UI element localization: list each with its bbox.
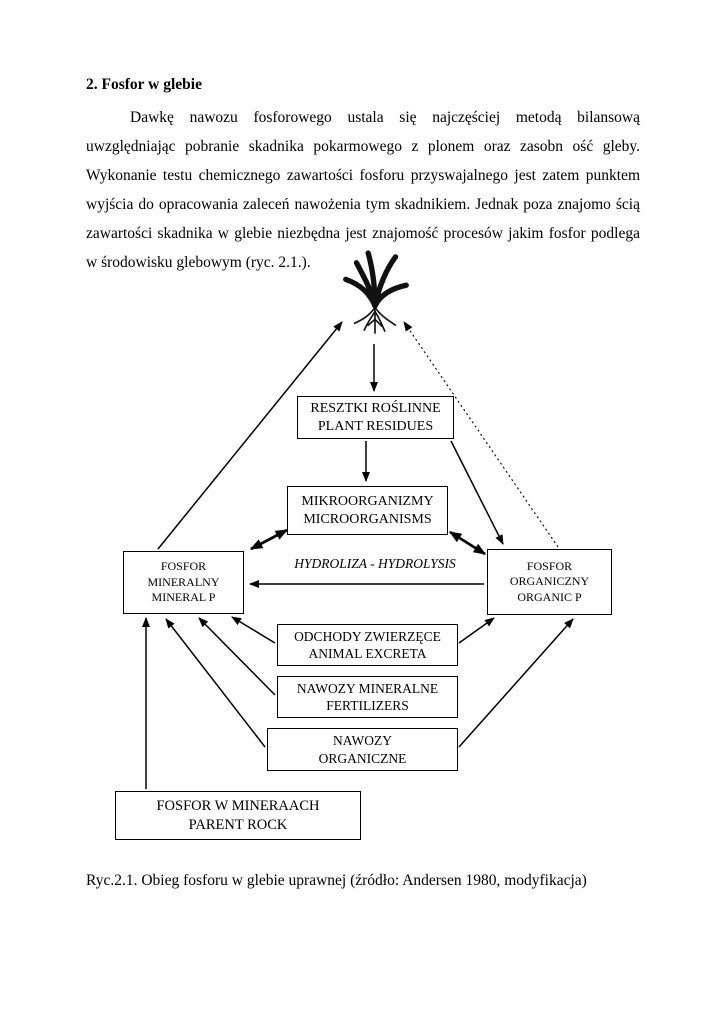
box-line: MIKROORGANIZMY bbox=[301, 493, 434, 509]
hydrolysis-label: HYDROLIZA - HYDROLYSIS bbox=[294, 556, 456, 571]
arrow-microorganisms-mineral-exchange bbox=[249, 528, 289, 551]
box-line: MINERALNY bbox=[147, 574, 220, 589]
arrow-microorganisms-organic-exchange bbox=[448, 530, 487, 556]
box-line: FERTILIZERS bbox=[326, 698, 409, 713]
box-line: MICROORGANISMS bbox=[303, 511, 432, 527]
box-line: PLANT RESIDUES bbox=[317, 418, 434, 434]
arrow-organic-fertilizers-to-mineral bbox=[165, 618, 266, 748]
box-line: NAWOZY bbox=[333, 733, 392, 749]
arrow-fertilizers-to-mineral bbox=[198, 617, 276, 696]
box-line: FOSFOR bbox=[160, 559, 207, 574]
box-line: RESZTKI ROŚLINNE bbox=[310, 400, 441, 416]
box-mineral-fertilizers: NAWOZY MINERALNE FERTILIZERS bbox=[277, 676, 458, 718]
box-line: ORGANICZNE bbox=[318, 750, 407, 766]
box-line: FOSFOR bbox=[526, 558, 573, 573]
box-line: ODCHODY ZWIERZĘCE bbox=[294, 628, 441, 644]
box-line: NAWOZY MINERALNE bbox=[296, 680, 439, 696]
box-animal-excreta: ODCHODY ZWIERZĘCE ANIMAL EXCRETA bbox=[277, 624, 458, 666]
box-mineral-p: FOSFOR MINERALNY MINERAL P bbox=[123, 551, 244, 614]
box-line: ANIMAL EXCRETA bbox=[308, 646, 427, 661]
plant-icon bbox=[336, 246, 414, 341]
box-line: MINERAL P bbox=[151, 590, 216, 605]
box-microorganisms: MIKROORGANIZMY MICROORGANISMS bbox=[287, 486, 448, 535]
box-parent-rock: FOSFOR W MINERAACH PARENT ROCK bbox=[115, 791, 361, 840]
arrow-organic-fertilizers-to-organic bbox=[458, 618, 574, 748]
box-organic-fertilizers: NAWOZY ORGANICZNE bbox=[267, 728, 458, 771]
box-organic-p: FOSFOR ORGANICZNY ORGANIC P bbox=[487, 549, 612, 615]
box-plant-residues: RESZTKI ROŚLINNE PLANT RESIDUES bbox=[297, 396, 454, 439]
arrow-excreta-to-mineral bbox=[231, 616, 276, 644]
arrow-residues-to-organic bbox=[450, 440, 504, 545]
body-paragraph: Dawkę nawozu fosforowego ustala się najc… bbox=[86, 109, 640, 271]
box-line: ORGANICZNY bbox=[509, 574, 590, 589]
box-line: ORGANIC P bbox=[517, 589, 582, 604]
box-line: FOSFOR W MINERAACH bbox=[156, 797, 320, 814]
box-line: PARENT ROCK bbox=[188, 816, 288, 833]
arrow-excreta-to-organic bbox=[458, 617, 495, 644]
section-heading: 2. Fosfor w glebie bbox=[86, 76, 202, 93]
figure-caption: Ryc.2.1. Obieg fosforu w glebie uprawnej… bbox=[86, 872, 587, 889]
